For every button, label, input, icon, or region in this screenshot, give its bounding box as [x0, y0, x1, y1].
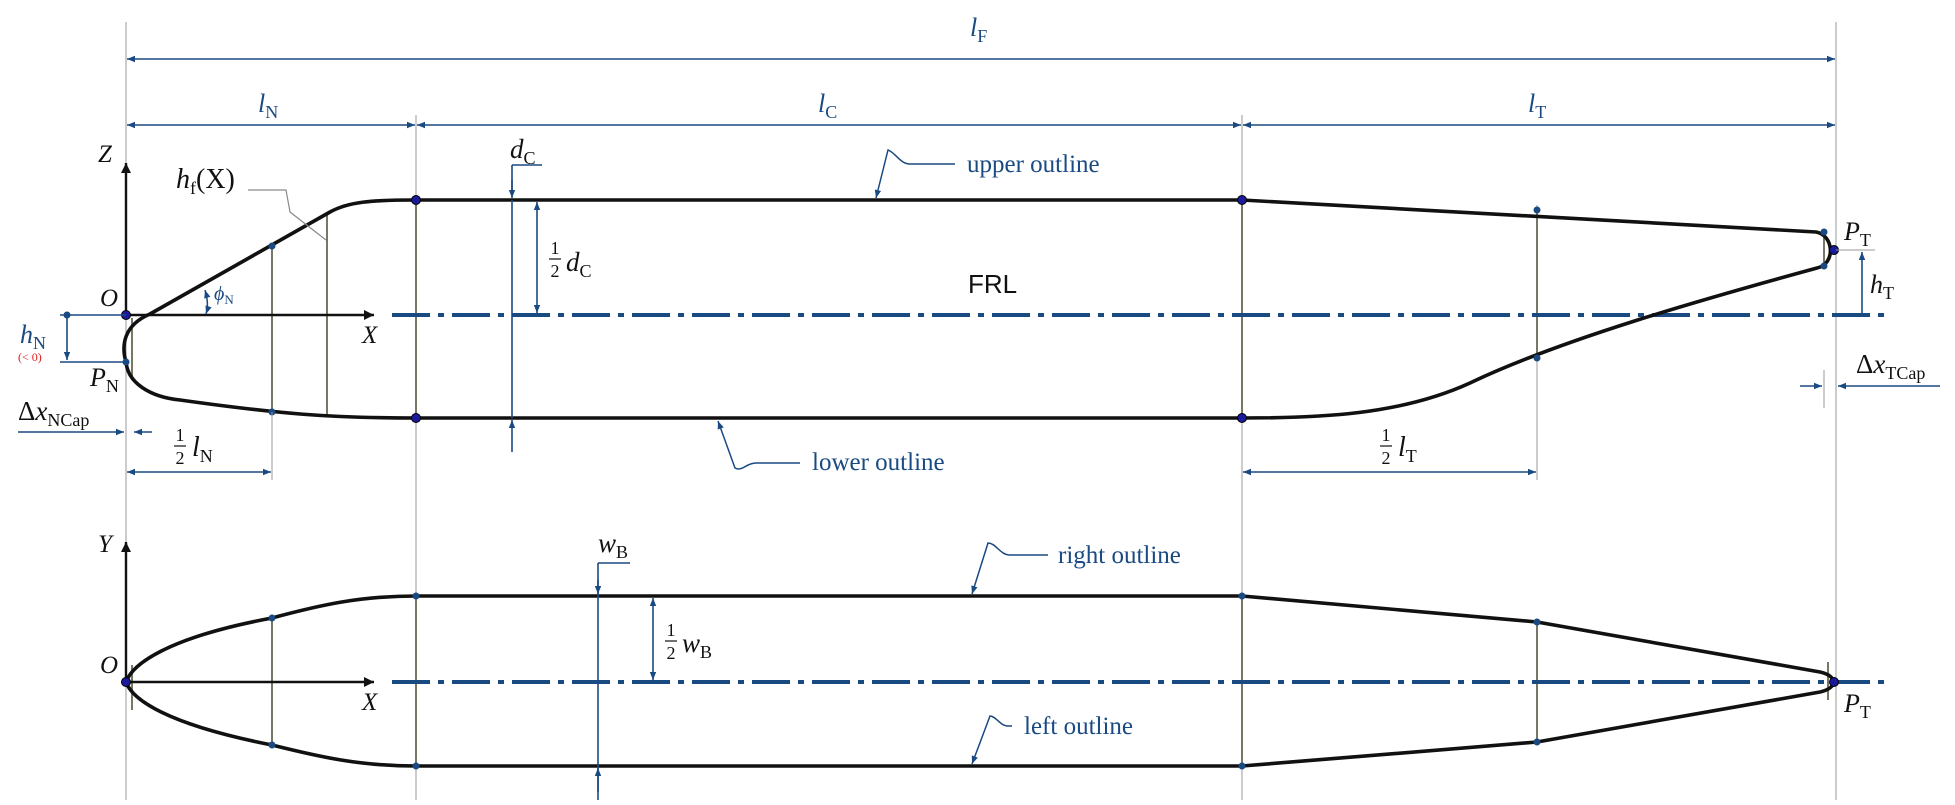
point-marker — [1237, 195, 1247, 205]
pn-label: PN — [89, 363, 119, 396]
origin-label: O — [100, 285, 118, 312]
y-axis-label: Y — [98, 531, 115, 558]
pt-point-marker-top — [1829, 677, 1839, 687]
lc-label: lC — [818, 89, 837, 122]
right-outline-leader — [971, 542, 1048, 595]
top-view: Y X O wB 1 2 wB right outline left outli… — [98, 528, 1890, 800]
left-outline-leader — [971, 715, 1012, 765]
point-marker — [1237, 413, 1247, 423]
left-outline-label: left outline — [1024, 713, 1133, 740]
svg-text:2: 2 — [667, 643, 676, 663]
ht-label: hT — [1870, 270, 1894, 303]
pt-label-top: PT — [1843, 689, 1871, 722]
svg-text:1: 1 — [176, 425, 185, 445]
svg-text:1: 1 — [551, 238, 560, 258]
lf-label: lF — [970, 13, 987, 46]
side-view: Z X O hf(X) ϕN hN (< 0) PN ΔxNCap 1 2 lN — [18, 134, 1940, 480]
svg-text:1: 1 — [667, 620, 676, 640]
lt-label: lT — [1528, 89, 1546, 122]
lower-outline-label: lower outline — [812, 449, 945, 476]
phi-label: ϕN — [214, 283, 234, 307]
origin-label-top: O — [100, 652, 118, 679]
dc-label: dC — [510, 134, 536, 168]
dxtcap-label: ΔxTCap — [1856, 349, 1925, 383]
svg-text:1: 1 — [1382, 425, 1391, 445]
point-marker — [411, 195, 421, 205]
half-lt-label: 1 2 lT — [1380, 425, 1417, 468]
lower-outline-leader — [717, 420, 800, 470]
point-marker — [411, 413, 421, 423]
wb-label: wB — [598, 528, 628, 562]
phi-arc — [204, 289, 212, 315]
upper-outline-leader — [874, 149, 955, 199]
half-dc-label: 1 2 dC — [549, 238, 592, 281]
hf-label: hf(X) — [176, 164, 235, 198]
length-dimensions: lF lN lC lT — [127, 13, 1835, 129]
hn-label: hN — [20, 320, 46, 353]
ln-label: lN — [258, 89, 278, 122]
dxncap-label: ΔxNCap — [18, 396, 89, 430]
svg-text:lN: lN — [192, 432, 213, 466]
x-axis-label: X — [361, 322, 379, 349]
svg-text:2: 2 — [551, 261, 560, 281]
half-ln-label: 1 2 lN — [174, 425, 213, 468]
origin-marker-top — [121, 677, 131, 687]
right-outline-label: right outline — [1058, 542, 1181, 569]
hf-leader — [248, 189, 327, 241]
svg-text:lT: lT — [1398, 432, 1417, 466]
half-wb-label: 1 2 wB — [665, 620, 712, 663]
side-outline — [122, 198, 1833, 420]
pt-label-side: PT — [1843, 217, 1871, 250]
svg-text:2: 2 — [1382, 448, 1391, 468]
svg-text:dC: dC — [566, 247, 592, 281]
upper-outline-label: upper outline — [967, 151, 1100, 178]
frl-label: FRL — [968, 269, 1017, 299]
svg-text:wB: wB — [682, 628, 712, 662]
z-axis-label: Z — [98, 141, 113, 168]
x-axis-label-top: X — [361, 689, 379, 716]
hn-note: (< 0) — [18, 350, 42, 364]
svg-text:2: 2 — [176, 448, 185, 468]
